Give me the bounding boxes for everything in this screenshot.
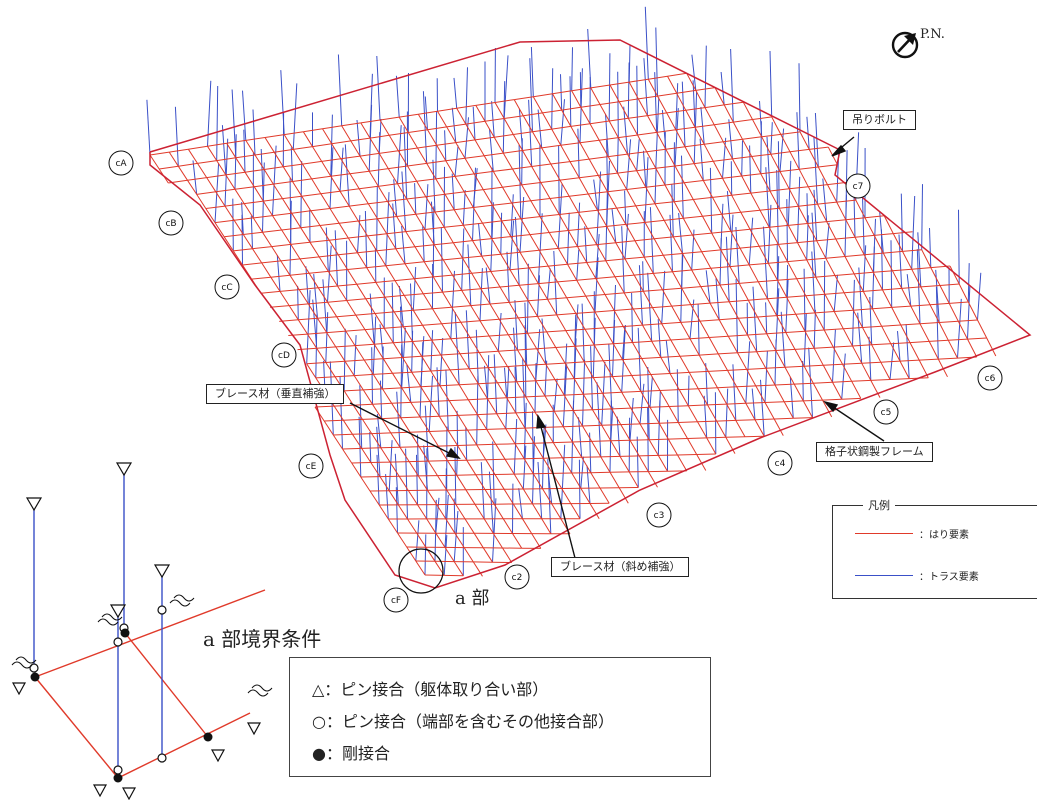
callout-grid-frame: 格子状鋼製フレーム	[816, 442, 933, 462]
legend-label-beam: ：はり要素	[919, 530, 969, 541]
legend-item-truss: ：トラス要素	[855, 568, 979, 583]
grid-marker-cD: cD	[278, 351, 290, 361]
legend: 凡例 ：はり要素 ：トラス要素	[832, 497, 1037, 599]
boundary-conditions-box: △：ピン接合（躯体取り合い部） ○：ピン接合（端部を含むその他接合部） ●：剛接…	[289, 657, 711, 777]
north-label: P.N.	[920, 27, 945, 42]
callout-arrows	[349, 136, 885, 559]
legend-item-beam: ：はり要素	[855, 526, 969, 541]
grid-marker-c5: c5	[881, 408, 892, 418]
grid-marker-cF: cF	[391, 596, 401, 606]
grid-marker-circles	[108, 150, 1003, 613]
north-arrow-icon	[891, 31, 919, 59]
boundary-condition-rigid: ●：剛接合	[312, 744, 390, 763]
grid-marker-c3: c3	[654, 511, 665, 521]
boundary-title: a 部境界条件	[203, 627, 322, 651]
legend-swatch-truss	[855, 575, 913, 576]
grid-marker-c2: c2	[512, 573, 523, 583]
grid-steel-frame	[149, 72, 997, 577]
callout-brace-diagonal: ブレース材（斜め補強）	[551, 557, 690, 577]
grid-marker-cA: cA	[115, 159, 127, 169]
grid-marker-c6: c6	[985, 374, 996, 384]
callout-brace-vertical: ブレース材（垂直補強）	[206, 384, 345, 404]
legend-title: 凡例	[863, 497, 895, 513]
grid-marker-c7: c7	[853, 182, 864, 192]
part-a-label: a 部	[455, 588, 490, 609]
boundary-condition-pin-other: ○：ピン接合（端部を含むその他接合部）	[312, 712, 614, 731]
callout-hanger-bolt: 吊りボルト	[843, 110, 916, 130]
grid-marker-labels: cA cB cC cD cE cF c2 c3 c4 c5 c6 c7	[115, 159, 995, 606]
boundary-condition-pin-support: △：ピン接合（躯体取り合い部）	[312, 680, 549, 699]
legend-label-truss: ：トラス要素	[919, 572, 979, 583]
grid-marker-cC: cC	[221, 283, 232, 293]
part-a-circle	[398, 548, 444, 594]
part-a-boundary-sketch	[11, 462, 273, 800]
legend-swatch-beam	[855, 533, 913, 534]
grid-marker-cB: cB	[165, 219, 176, 229]
grid-marker-cE: cE	[306, 462, 317, 472]
grid-marker-c4: c4	[775, 459, 786, 469]
